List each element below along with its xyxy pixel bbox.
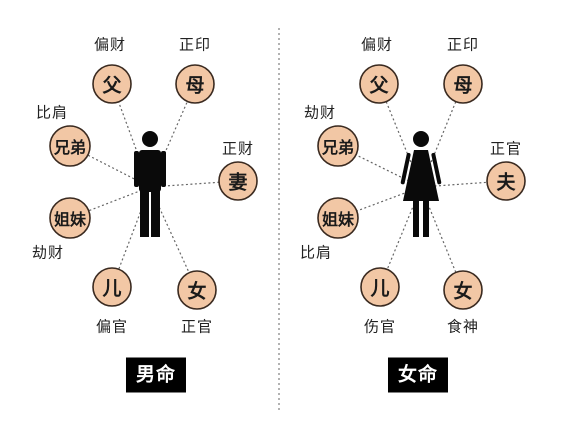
female-node-text: 女 bbox=[453, 280, 473, 303]
female-node-circle bbox=[317, 125, 359, 167]
male-title-badge: 男命 bbox=[125, 357, 187, 393]
male-node-text: 父 bbox=[102, 74, 122, 97]
female-node-text: 父 bbox=[369, 74, 389, 97]
female-role-label: 正印 bbox=[446, 35, 480, 54]
male-node-circle bbox=[92, 64, 132, 104]
female-role-label: 偏财 bbox=[360, 35, 394, 54]
female-node-circle bbox=[359, 64, 399, 104]
male-node-text: 兄弟 bbox=[53, 138, 87, 157]
male-node-text: 儿 bbox=[102, 277, 122, 300]
male-node-circle bbox=[49, 125, 91, 167]
male-node-circle bbox=[177, 270, 217, 310]
male-role-label: 比肩 bbox=[35, 103, 69, 122]
male-role-label: 正财 bbox=[221, 139, 255, 158]
female-title-badge: 女命 bbox=[387, 357, 449, 393]
male-node-text: 女 bbox=[187, 280, 207, 303]
male-role-label: 偏官 bbox=[95, 317, 129, 336]
female-node-text: 夫 bbox=[496, 171, 516, 194]
male-node-circle bbox=[92, 267, 132, 307]
female-node-circle bbox=[486, 161, 526, 201]
male-role-label: 正印 bbox=[178, 35, 212, 54]
male-role-label: 劫财 bbox=[31, 243, 65, 262]
female-role-label: 劫财 bbox=[303, 103, 337, 122]
male-node-circle bbox=[218, 161, 258, 201]
male-node-text: 母 bbox=[185, 74, 205, 97]
male-connector bbox=[69, 186, 151, 219]
female-role-label: 伤官 bbox=[363, 317, 397, 336]
male-role-label: 偏财 bbox=[93, 35, 127, 54]
female-role-label: 比肩 bbox=[299, 243, 333, 262]
male-node-text: 妻 bbox=[228, 171, 248, 194]
male-role-label: 正官 bbox=[180, 317, 214, 336]
female-node-circle bbox=[443, 270, 483, 310]
female-node-text: 兄弟 bbox=[321, 138, 355, 157]
woman-figure-icon bbox=[400, 131, 442, 237]
man-figure-icon bbox=[134, 131, 166, 237]
male-node-circle bbox=[175, 64, 215, 104]
female-node-circle bbox=[443, 64, 483, 104]
female-node-circle bbox=[360, 267, 400, 307]
male-node-circle bbox=[49, 197, 91, 239]
female-node-text: 姐妹 bbox=[321, 210, 355, 229]
female-role-label: 食神 bbox=[446, 317, 480, 336]
female-node-text: 儿 bbox=[370, 277, 390, 300]
female-role-label: 正官 bbox=[489, 139, 523, 158]
female-node-circle bbox=[317, 197, 359, 239]
male-node-text: 姐妹 bbox=[53, 210, 87, 229]
female-node-text: 母 bbox=[453, 74, 473, 97]
